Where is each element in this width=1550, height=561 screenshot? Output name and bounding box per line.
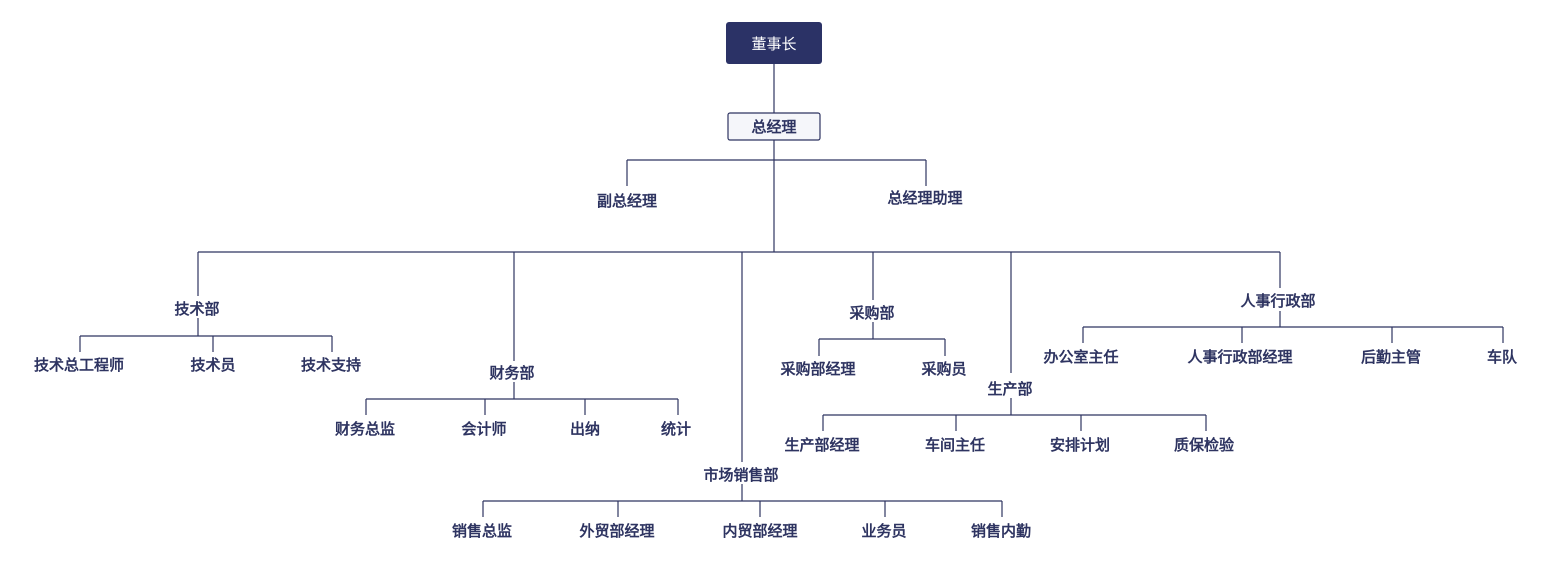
- general-manager-box: [727, 112, 821, 141]
- deputy-gm-label: 副总经理: [597, 192, 657, 210]
- marketing-child-label: 销售总监: [452, 522, 512, 540]
- dept-marketing-label: 市场销售部: [703, 466, 778, 484]
- dept-production-label: 生产部: [987, 380, 1032, 398]
- purchasing-child-label: 采购部经理: [779, 360, 855, 378]
- hr-admin-child-label: 后勤主管: [1361, 348, 1421, 366]
- production-child-label: 生产部经理: [784, 436, 859, 454]
- general-manager-label: 总经理: [751, 118, 796, 136]
- gm-assistant-label: 总经理助理: [887, 189, 962, 207]
- dept-purchasing-label: 采购部: [848, 304, 894, 322]
- hr-admin-child-label: 办公室主任: [1043, 348, 1118, 366]
- hr-admin-child-label: 车队: [1487, 348, 1518, 366]
- dept-finance-label: 财务部: [489, 364, 534, 382]
- marketing-child-label: 外贸部经理: [578, 522, 654, 540]
- finance-child-label: 统计: [661, 420, 691, 438]
- purchasing-child-label: 采购员: [920, 360, 966, 378]
- chairman-box: [726, 22, 822, 64]
- marketing-child-label: 业务员: [861, 522, 906, 540]
- production-child-label: 质保检验: [1174, 436, 1235, 454]
- finance-child-label: 财务总监: [335, 420, 395, 438]
- marketing-child-label: 内贸部经理: [722, 522, 797, 540]
- connector-lines: [79, 64, 1504, 517]
- production-child-label: 车间主任: [925, 436, 985, 454]
- production-child-label: 安排计划: [1050, 436, 1110, 454]
- dept-hr-admin-label: 人事行政部: [1240, 292, 1315, 310]
- marketing-child-label: 销售内勤: [971, 522, 1031, 540]
- finance-child-label: 出纳: [570, 420, 600, 438]
- node-general-manager: 总经理: [727, 112, 821, 141]
- tech-child-label: 技术总工程师: [34, 356, 124, 374]
- node-chairman: 董事长: [726, 22, 822, 64]
- finance-child-label: 会计师: [461, 420, 506, 438]
- tech-child-label: 技术支持: [301, 356, 361, 374]
- hr-admin-child-label: 人事行政部经理: [1187, 348, 1292, 366]
- tech-child-label: 技术员: [190, 356, 235, 374]
- chairman-label: 董事长: [751, 35, 796, 53]
- dept-tech-label: 技术部: [174, 300, 219, 318]
